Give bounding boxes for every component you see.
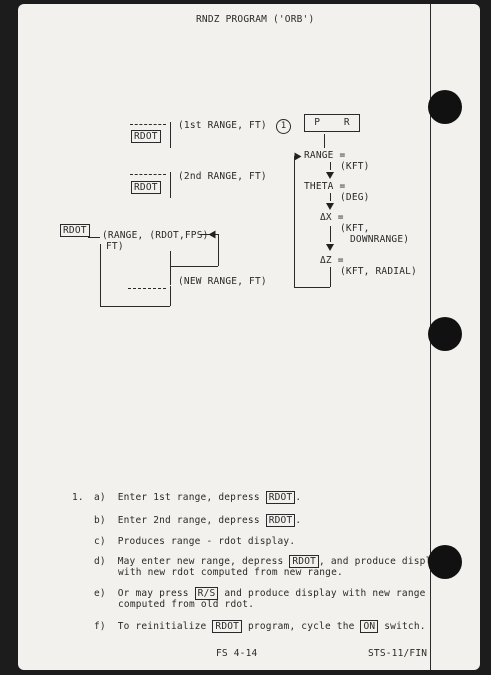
range-arrow-icon: [294, 152, 302, 161]
kft-downrange-1: (KFT,: [340, 223, 370, 234]
return-arrow-icon: [208, 230, 216, 239]
step-number: 1.: [72, 492, 84, 503]
display-return-line: [200, 234, 218, 235]
step-a: a) Enter 1st range, depress RDOT.: [94, 491, 302, 504]
dz-label: ΔZ =: [320, 255, 344, 266]
display-return-hline: [170, 266, 218, 267]
rdot-key-2: RDOT: [131, 181, 161, 194]
entry-dash-2: [130, 174, 166, 175]
flow-line-2: [330, 162, 331, 170]
theta-label: THETA =: [304, 181, 346, 192]
binder-hole-bottom: [428, 545, 462, 579]
flow-line-1: [324, 134, 325, 148]
step-c: c) Produces range - rdot display.: [94, 536, 296, 547]
flow-line-3: [330, 193, 331, 201]
step-f: f) To reinitialize RDOT program, cycle t…: [94, 620, 426, 633]
display-return-vline: [218, 234, 219, 266]
range-rdot-label: (RANGE, (RDOT,FPS): [102, 230, 209, 241]
second-range-label: (2nd RANGE, FT): [178, 171, 267, 182]
page-title: RNDZ PROGRAM ('ORB'): [196, 14, 315, 25]
binder-hole-middle: [428, 317, 462, 351]
down-arrow-1-icon: [326, 172, 334, 179]
p-r-key: P R: [304, 114, 360, 132]
flow-line-4: [330, 226, 331, 242]
entry-bracket-1: [170, 122, 171, 148]
kft-unit: (KFT): [340, 161, 370, 172]
binder-hole-top: [428, 90, 462, 124]
rdot-key-a: RDOT: [265, 491, 296, 504]
entry-bracket-2: [170, 172, 171, 198]
checklist-page: RNDZ PROGRAM ('ORB') RDOT (1st RANGE, FT…: [18, 4, 480, 670]
step-e: e) Or may press R/S and produce display …: [94, 587, 426, 600]
dx-label: ΔX =: [320, 212, 344, 223]
loop-vline-right: [170, 286, 171, 306]
deg-unit: (DEG): [340, 192, 370, 203]
on-key: ON: [360, 620, 379, 633]
loop-vline-left: [100, 244, 101, 306]
rdot-key-b: RDOT: [265, 514, 296, 527]
rdot-key-3: RDOT: [60, 224, 90, 237]
step-d-line2: with new rdot computed from new range.: [118, 567, 343, 578]
doc-code: STS-11/FIN: [368, 648, 428, 659]
new-range-dash: [128, 288, 166, 289]
loop-return-vline: [294, 156, 295, 287]
loop-return-bottom: [294, 287, 330, 288]
rdot-key-f: RDOT: [212, 620, 243, 633]
range-ft-label: FT): [106, 241, 124, 252]
down-arrow-2-icon: [326, 203, 334, 210]
flow-line-5: [330, 267, 331, 287]
range-label: RANGE =: [304, 150, 346, 161]
down-arrow-3-icon: [326, 244, 334, 251]
rs-key: R/S: [194, 587, 219, 600]
rdot-key-d: RDOT: [289, 555, 320, 568]
kft-downrange-2: DOWNRANGE): [350, 234, 410, 245]
step-e-line2: computed from old rdot.: [118, 599, 255, 610]
kft-radial: (KFT, RADIAL): [340, 266, 417, 277]
rdot-key-1: RDOT: [131, 130, 161, 143]
page-number: FS 4-14: [216, 648, 258, 659]
entry-dash-1: [130, 124, 166, 125]
new-range-label: (NEW RANGE, FT): [178, 276, 267, 287]
first-range-label: (1st RANGE, FT): [178, 120, 267, 131]
loop-bottom-line: [100, 306, 170, 307]
rdot-connector: [88, 237, 100, 238]
step-marker: 1: [276, 119, 291, 134]
step-b: b) Enter 2nd range, depress RDOT.: [94, 514, 302, 527]
step-d: d) May enter new range, depress RDOT, an…: [94, 555, 444, 568]
new-range-bracket: [170, 251, 171, 285]
